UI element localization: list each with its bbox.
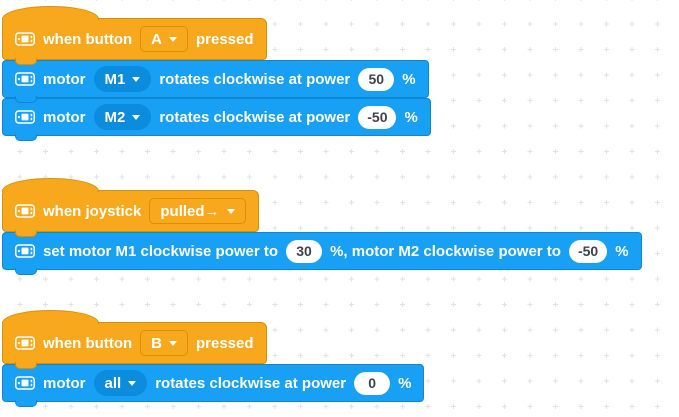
action-label: rotates clockwise at power [155,374,347,392]
button-dropdown[interactable]: A [140,26,188,52]
motor-label: motor [43,70,86,88]
motor-dropdown-value: all [104,374,122,392]
hat-label-prefix: when joystick [43,202,142,220]
joystick-direction-dropdown[interactable]: pulled→ [149,198,246,224]
set-motors-power-block[interactable]: set motor M1 clockwise power to 30 %, mo… [2,232,642,275]
gamepad-icon [15,336,35,350]
action-label: rotates clockwise at power [159,108,351,126]
power-input[interactable]: 0 [354,371,391,395]
motor-label: motor [43,374,86,392]
motor-rotate-block-m1[interactable]: motor M1 rotates clockwise at power 50 % [2,60,429,103]
chevron-down-icon [169,36,177,42]
power-input[interactable]: -50 [358,105,397,129]
motor-label: motor [43,108,86,126]
block-tab [15,268,37,275]
chevron-down-icon [132,76,141,82]
hat-label-prefix: when button [43,30,133,48]
action-label: rotates clockwise at power [159,70,351,88]
motor-dropdown-value: M1 [104,70,126,88]
block-tab [15,230,37,237]
gamepad-icon [15,110,35,124]
motor-rotate-block-m2[interactable]: motor M2 rotates clockwise at power -50 … [2,98,431,141]
gamepad-icon [15,244,35,258]
button-dropdown-value: B [151,334,162,352]
block-tab [15,134,37,141]
chevron-down-icon [226,208,235,214]
hat-label-suffix: pressed [196,30,254,48]
unit-label: % [404,108,418,126]
chevron-down-icon [132,114,141,120]
power-m2-input[interactable]: -50 [568,239,608,263]
power-input[interactable]: 50 [358,67,395,91]
button-dropdown-value: A [151,30,162,48]
gamepad-icon [15,72,35,86]
joystick-direction-value: pulled→ [160,202,220,220]
motor-dropdown[interactable]: M1 [93,66,152,92]
set-power-label-1: set motor M1 clockwise power to [43,242,279,260]
block-stack-button-a: when button A pressed motor M1 [2,6,431,141]
hat-label-suffix: pressed [196,334,254,352]
hat-label-prefix: when button [43,334,133,352]
unit-label: % [398,374,412,392]
hat-when-button-b-block[interactable]: when button B pressed [2,310,267,369]
motor-rotate-block-all[interactable]: motor all rotates clockwise at power 0 % [2,364,425,407]
gamepad-icon [15,32,35,46]
hat-when-joystick-block[interactable]: when joystick pulled→ [2,178,259,237]
gamepad-icon [15,204,35,218]
chevron-down-icon [128,380,137,386]
block-tab [15,400,37,407]
hat-when-button-a-block[interactable]: when button A pressed [2,6,267,65]
block-stack-button-b: when button B pressed motor all [2,310,425,407]
block-stack-joystick: when joystick pulled→ set motor M1 clock… [2,178,642,275]
gamepad-icon [15,376,35,390]
block-tab [15,362,37,369]
unit-label: % [402,70,416,88]
chevron-down-icon [169,340,177,346]
motor-dropdown[interactable]: all [93,370,148,396]
set-power-label-2: %, motor M2 clockwise power to [330,242,561,260]
button-dropdown[interactable]: B [140,330,188,356]
block-tab [15,96,37,103]
motor-dropdown-value: M2 [104,108,126,126]
block-tab [15,58,37,65]
unit-label: % [615,242,629,260]
motor-dropdown[interactable]: M2 [93,104,152,130]
power-m1-input[interactable]: 30 [286,239,323,263]
